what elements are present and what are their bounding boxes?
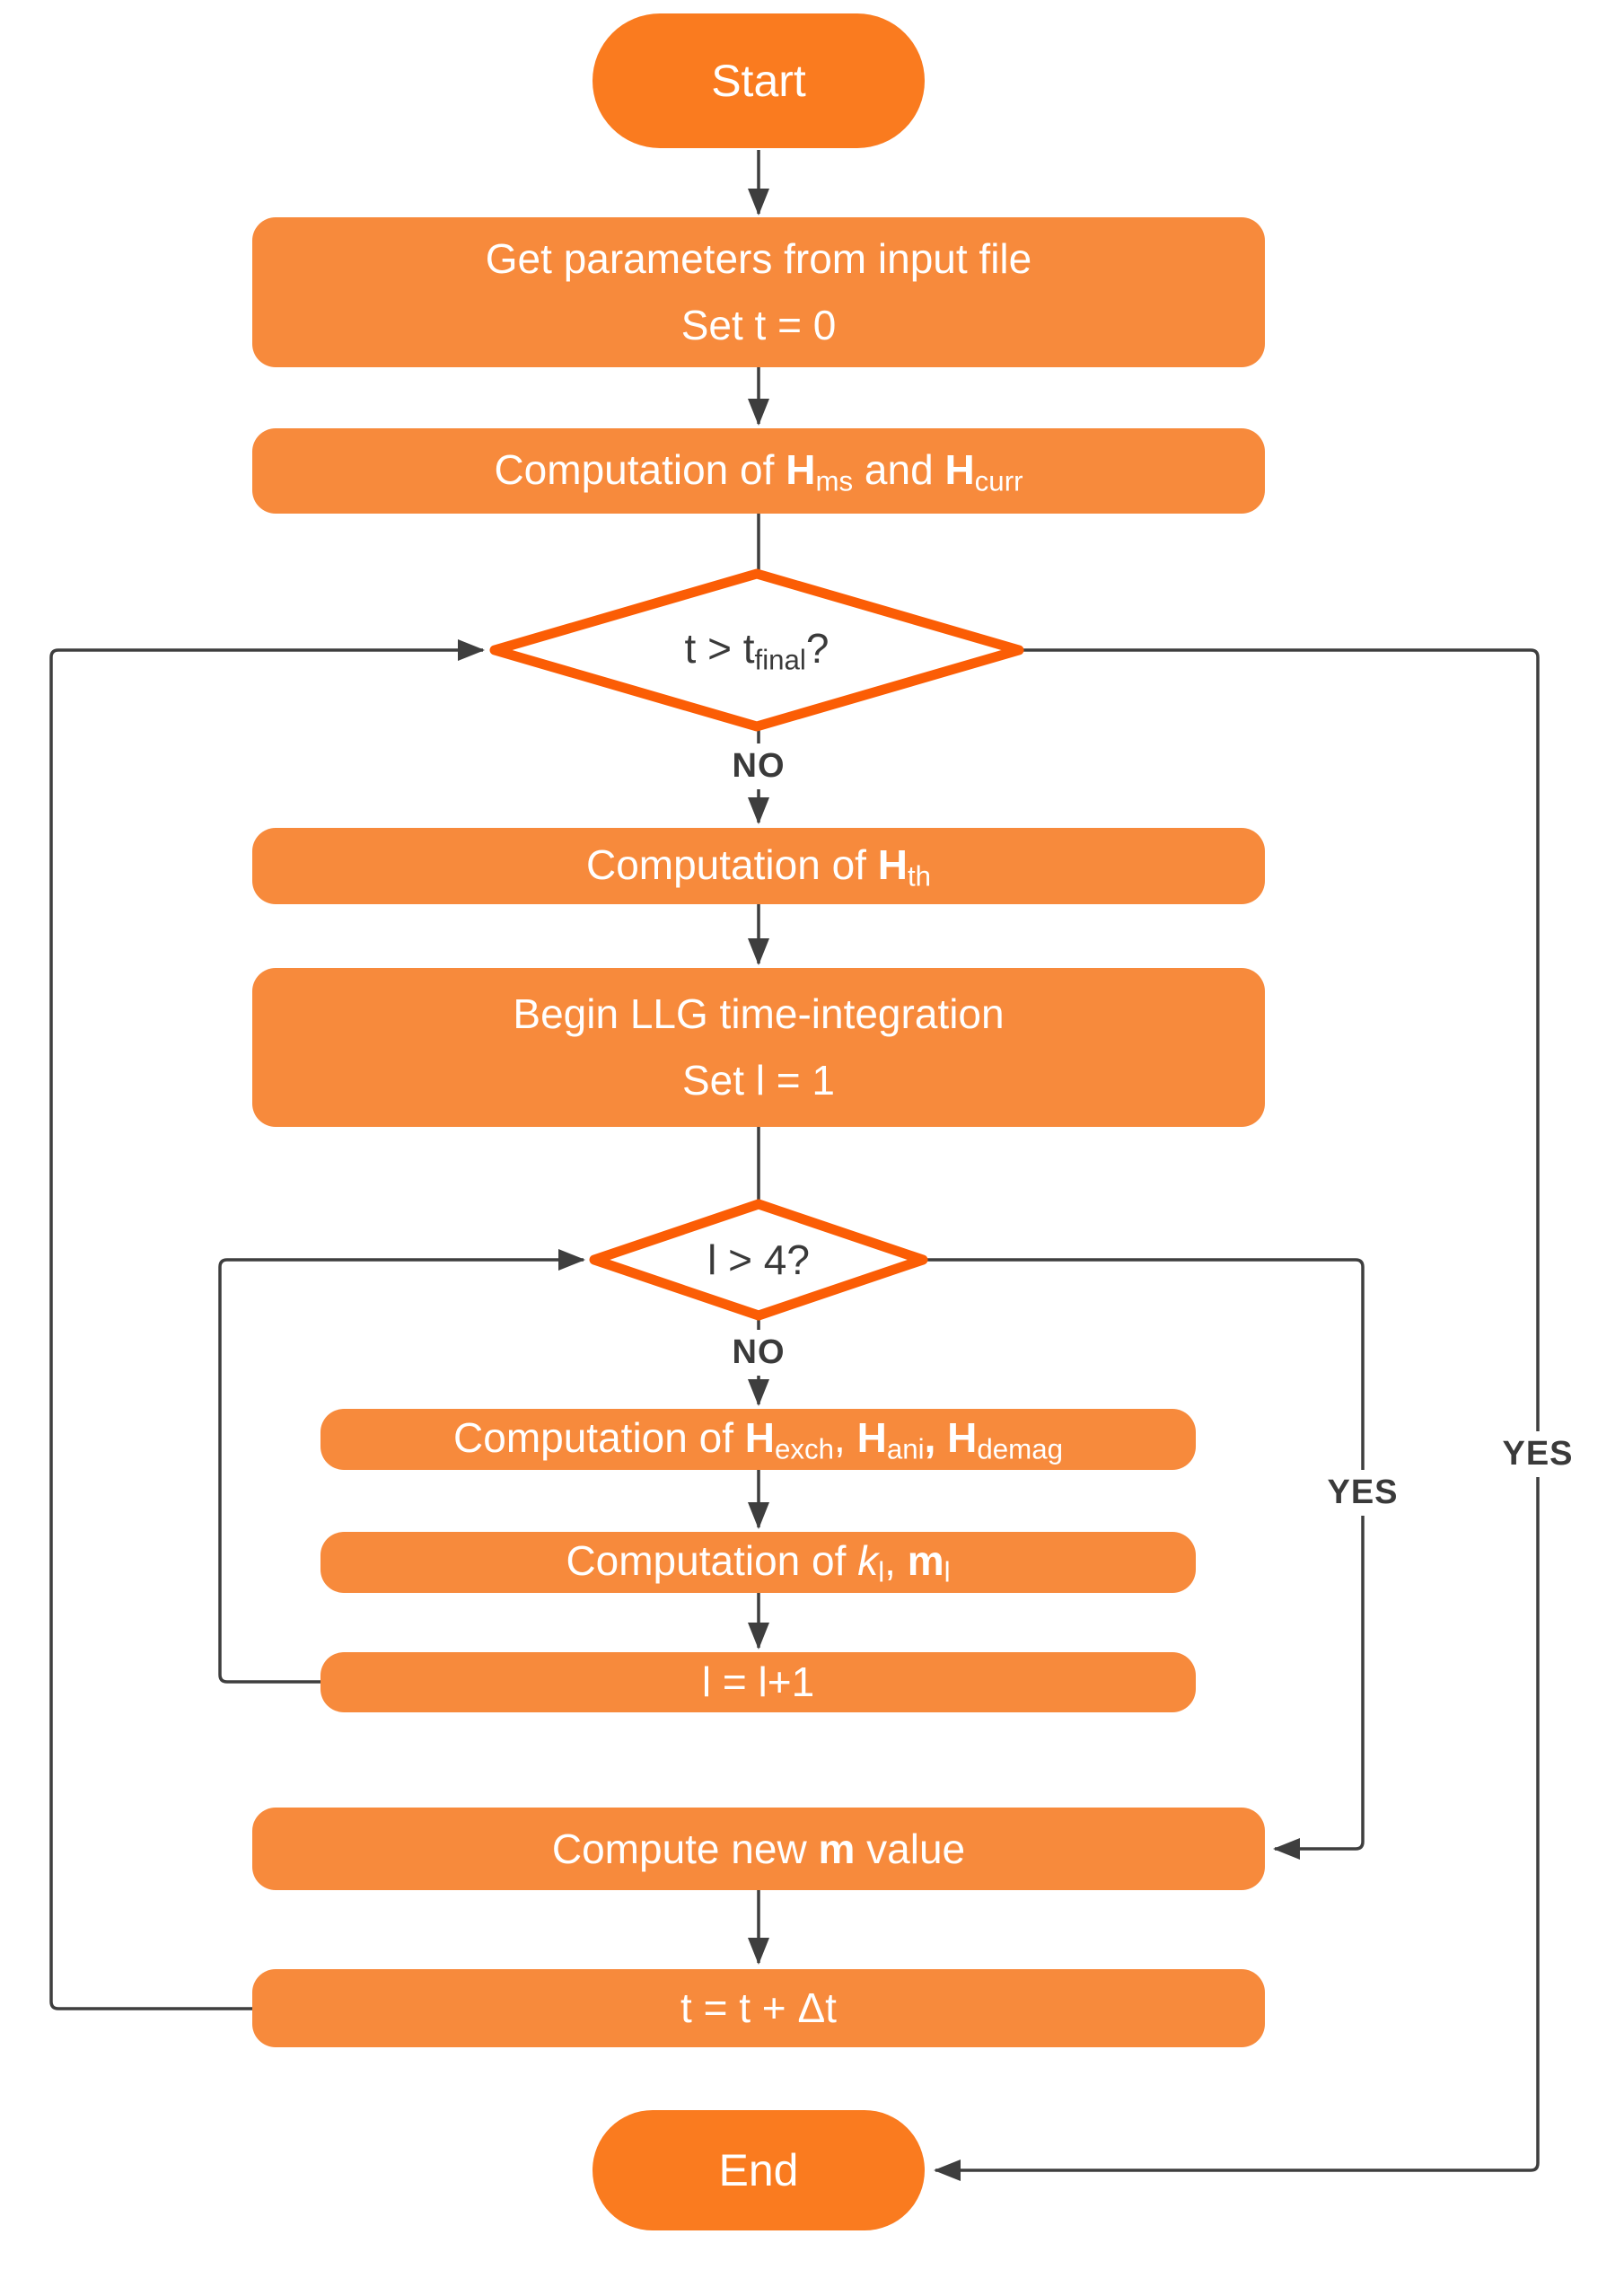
process-compute-hms-hcurr-label: Computation of Hms and Hcurr [494,445,1023,497]
arrow-yes-decision-tfinal-to-end [934,648,1540,2181]
end-label: End [718,2144,799,2195]
process-increment-l-label: l = l+1 [701,1658,815,1705]
label-no-2: NO [721,1330,796,1376]
process-compute-kl-ml: Computation of kl, ml [320,1532,1196,1593]
arrow-loop-increment-l-to-decision-l4 [218,1249,585,1684]
process-increment-t: t = t + Δt [252,1969,1265,2047]
process-compute-hms-hcurr: Computation of Hms and Hcurr [252,428,1265,514]
process-compute-new-m-label: Compute new m value [551,1825,966,1872]
start-terminal: Start [593,13,925,148]
decision-l-4-diamond [589,1199,928,1321]
process-increment-t-label: t = t + Δt [680,1984,837,2031]
process-compute-kl-ml-label: Computation of kl, ml [566,1537,951,1588]
decision-t-final: t > tfinal? [495,574,1019,726]
label-yes-inner: YES [1316,1470,1409,1516]
decision-t-final-label: t > tfinal? [684,624,830,676]
decision-l-4-label: l > 4? [707,1236,810,1283]
decision-t-final-diamond [489,568,1024,732]
process-compute-hth-label: Computation of Hth [585,840,932,893]
process-increment-l: l = l+1 [320,1652,1196,1712]
arrow-yes-decision-l4-to-compute-new-m [923,1258,1365,1860]
end-terminal: End [593,2110,925,2230]
process-compute-hth: Computation of Hth [252,828,1265,904]
process-compute-hexch-hani-hdemag-label: Computation of Hexch, Hani, Hdemag [453,1414,1063,1465]
process-compute-hexch-hani-hdemag: Computation of Hexch, Hani, Hdemag [320,1409,1196,1470]
label-no-1: NO [721,743,796,789]
arrow-loop-increment-t-to-decision-tfinal [49,639,485,2010]
start-label: Start [711,55,806,106]
label-yes-outer: YES [1491,1431,1584,1477]
decision-l-4: l > 4? [594,1204,923,1315]
process-compute-new-m: Compute new m value [252,1808,1265,1890]
